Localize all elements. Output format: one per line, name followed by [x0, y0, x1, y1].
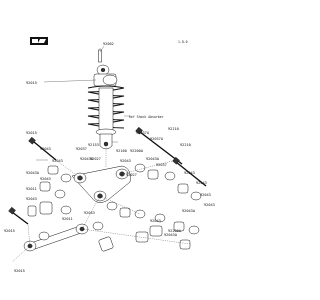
part-label: 92043A: [26, 171, 40, 175]
part-label: 92002: [103, 42, 114, 46]
part-label: 92027: [126, 173, 137, 177]
part-label: 92153: [88, 143, 99, 147]
tie-rod: [23, 223, 89, 252]
part-label: 92037: [76, 147, 87, 151]
part-label: 92043: [40, 177, 51, 181]
exploded-parts-diagram: 1.D.0: [4, 37, 215, 273]
assembly-lines: [11, 146, 191, 263]
leader-lines: [36, 45, 130, 161]
reference-note: Ref Shock Absorber: [129, 115, 164, 119]
part-label: 92043: [40, 147, 51, 151]
part-label: 92200A: [168, 229, 182, 233]
part-label: 92037A: [136, 131, 150, 135]
pivot-bolts: [8, 126, 207, 225]
part-label: 92015: [26, 131, 37, 135]
part-label: 92043: [26, 197, 37, 201]
part-label: 92011: [62, 217, 73, 221]
part-label: 92043: [196, 181, 207, 185]
part-label: 92200A: [130, 149, 144, 153]
part-label: 92043: [200, 193, 211, 197]
part-labels: 92002 92015 92153 92015 92160 92037A 920…: [4, 42, 215, 273]
part-label: 92011: [26, 187, 37, 191]
page-code: 1.D.0: [178, 40, 188, 44]
part-label: 92015: [4, 229, 15, 233]
part-label: 92043A: [182, 209, 196, 213]
collars-and-bearings: [27, 163, 202, 252]
part-label: 92210: [180, 143, 191, 147]
part-label: 92043A: [146, 157, 160, 161]
part-label: 92015: [26, 81, 37, 85]
part-label: 92043: [150, 219, 161, 223]
rocker-arm: [71, 165, 131, 203]
part-label: 92043: [120, 159, 131, 163]
shock-absorber: [87, 48, 125, 150]
part-label: 92015: [14, 269, 25, 273]
part-label: 92160: [116, 149, 127, 153]
part-label: 92043: [184, 171, 195, 175]
part-label: 92043A: [164, 233, 178, 237]
part-label: 92043: [84, 211, 95, 215]
part-label: 92043A: [80, 157, 94, 161]
part-label: 92210: [168, 127, 179, 131]
part-label: 92027: [90, 157, 101, 161]
part-label: 92037A: [150, 137, 164, 141]
part-label: 92037: [156, 163, 167, 167]
part-label: 92043: [204, 203, 215, 207]
part-label: 92043: [52, 159, 63, 163]
brand-logo: [30, 37, 48, 45]
